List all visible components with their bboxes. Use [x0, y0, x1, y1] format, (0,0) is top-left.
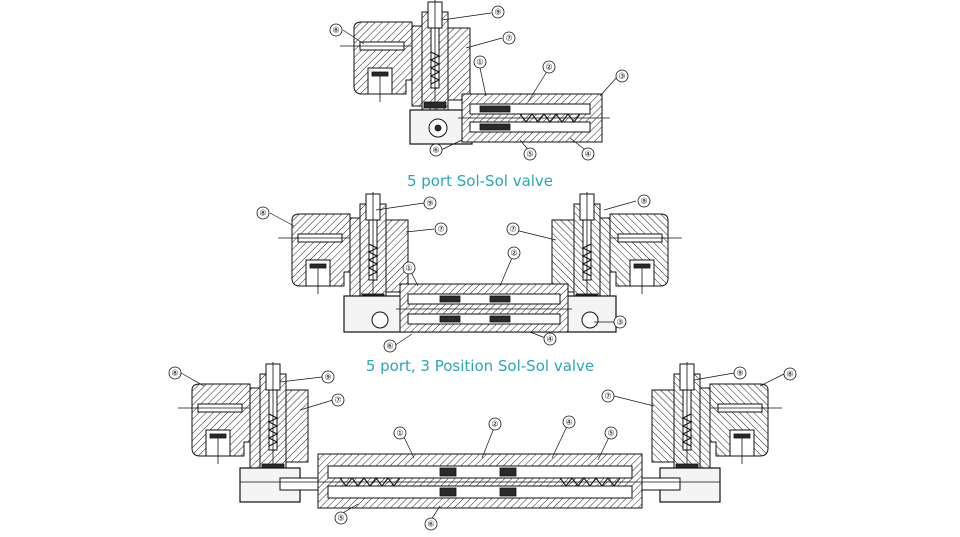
svg-text:②: ②	[510, 249, 517, 258]
svg-text:⑧: ⑧	[786, 370, 793, 379]
svg-text:⑦: ⑦	[334, 396, 341, 405]
svg-text:⑤: ⑤	[337, 514, 344, 523]
svg-text:③: ③	[616, 318, 623, 327]
callout-9: ⑨	[491, 5, 505, 19]
callout-5: ⑤	[604, 426, 618, 440]
callout-8: ⑧	[329, 23, 343, 37]
svg-text:⑥: ⑥	[386, 342, 393, 351]
callout-2: ②	[488, 417, 502, 431]
svg-text:⑦: ⑦	[509, 225, 516, 234]
svg-text:③: ③	[618, 72, 625, 81]
callout-1: ①	[473, 55, 487, 69]
callout-8: ⑧	[256, 206, 270, 220]
callout-9: ⑨	[733, 366, 747, 380]
callout-markers: ⑨ ⑦ ⑧ ① ② ③ ⑥ ⑤ ④ ⑨ ⑨ ⑦ ⑦ ⑧ ① ② ③ ④ ⑥ ⑨ …	[168, 5, 797, 531]
callout-3: ③	[615, 69, 629, 83]
svg-text:①: ①	[396, 429, 403, 438]
svg-text:⑨: ⑨	[324, 373, 331, 382]
svg-text:①: ①	[405, 264, 412, 273]
svg-text:⑥: ⑥	[432, 146, 439, 155]
svg-text:⑦: ⑦	[437, 225, 444, 234]
callout-9: ⑨	[321, 370, 335, 384]
callout-5: ⑤	[334, 511, 348, 525]
svg-text:④: ④	[565, 418, 572, 427]
callout-6: ⑥	[424, 517, 438, 531]
svg-text:⑨: ⑨	[494, 8, 501, 17]
svg-text:①: ①	[476, 58, 483, 67]
callout-7: ⑦	[331, 393, 345, 407]
callout-1: ①	[393, 426, 407, 440]
svg-text:⑦: ⑦	[505, 34, 512, 43]
callout-7: ⑦	[601, 389, 615, 403]
callout-9: ⑨	[637, 194, 651, 208]
svg-text:⑧: ⑧	[259, 209, 266, 218]
callout-8: ⑧	[783, 367, 797, 381]
single-solenoid-valve	[339, 0, 610, 145]
callout-1: ①	[402, 261, 416, 275]
caption-sol-sol-valve: 5 port Sol-Sol valve	[406, 172, 554, 190]
callout-4: ④	[562, 415, 576, 429]
callout-7: ⑦	[506, 222, 520, 236]
callout-8: ⑧	[168, 366, 182, 380]
callout-5: ⑤	[523, 147, 537, 161]
three-position-valve	[177, 361, 783, 509]
svg-text:⑤: ⑤	[526, 150, 533, 159]
svg-text:⑨: ⑨	[736, 369, 743, 378]
callout-7: ⑦	[434, 222, 448, 236]
callout-4: ④	[581, 147, 595, 161]
svg-text:⑧: ⑧	[171, 369, 178, 378]
callout-9: ⑨	[423, 196, 437, 210]
callout-3: ③	[613, 315, 627, 329]
double-solenoid-valve	[277, 191, 683, 333]
caption-three-position-valve: 5 port, 3 Position Sol-Sol valve	[365, 357, 595, 375]
svg-text:②: ②	[545, 63, 552, 72]
svg-text:⑥: ⑥	[427, 520, 434, 529]
svg-text:②: ②	[491, 420, 498, 429]
callout-7: ⑦	[502, 31, 516, 45]
svg-text:⑧: ⑧	[332, 26, 339, 35]
svg-text:⑨: ⑨	[640, 197, 647, 206]
callout-2: ②	[507, 246, 521, 260]
svg-text:⑨: ⑨	[426, 199, 433, 208]
callout-4: ④	[543, 332, 557, 346]
svg-text:⑦: ⑦	[604, 392, 611, 401]
callout-2: ②	[542, 60, 556, 74]
svg-text:⑤: ⑤	[607, 429, 614, 438]
callout-6: ⑥	[429, 143, 443, 157]
svg-text:④: ④	[546, 335, 553, 344]
callout-6: ⑥	[383, 339, 397, 353]
svg-text:④: ④	[584, 150, 591, 159]
